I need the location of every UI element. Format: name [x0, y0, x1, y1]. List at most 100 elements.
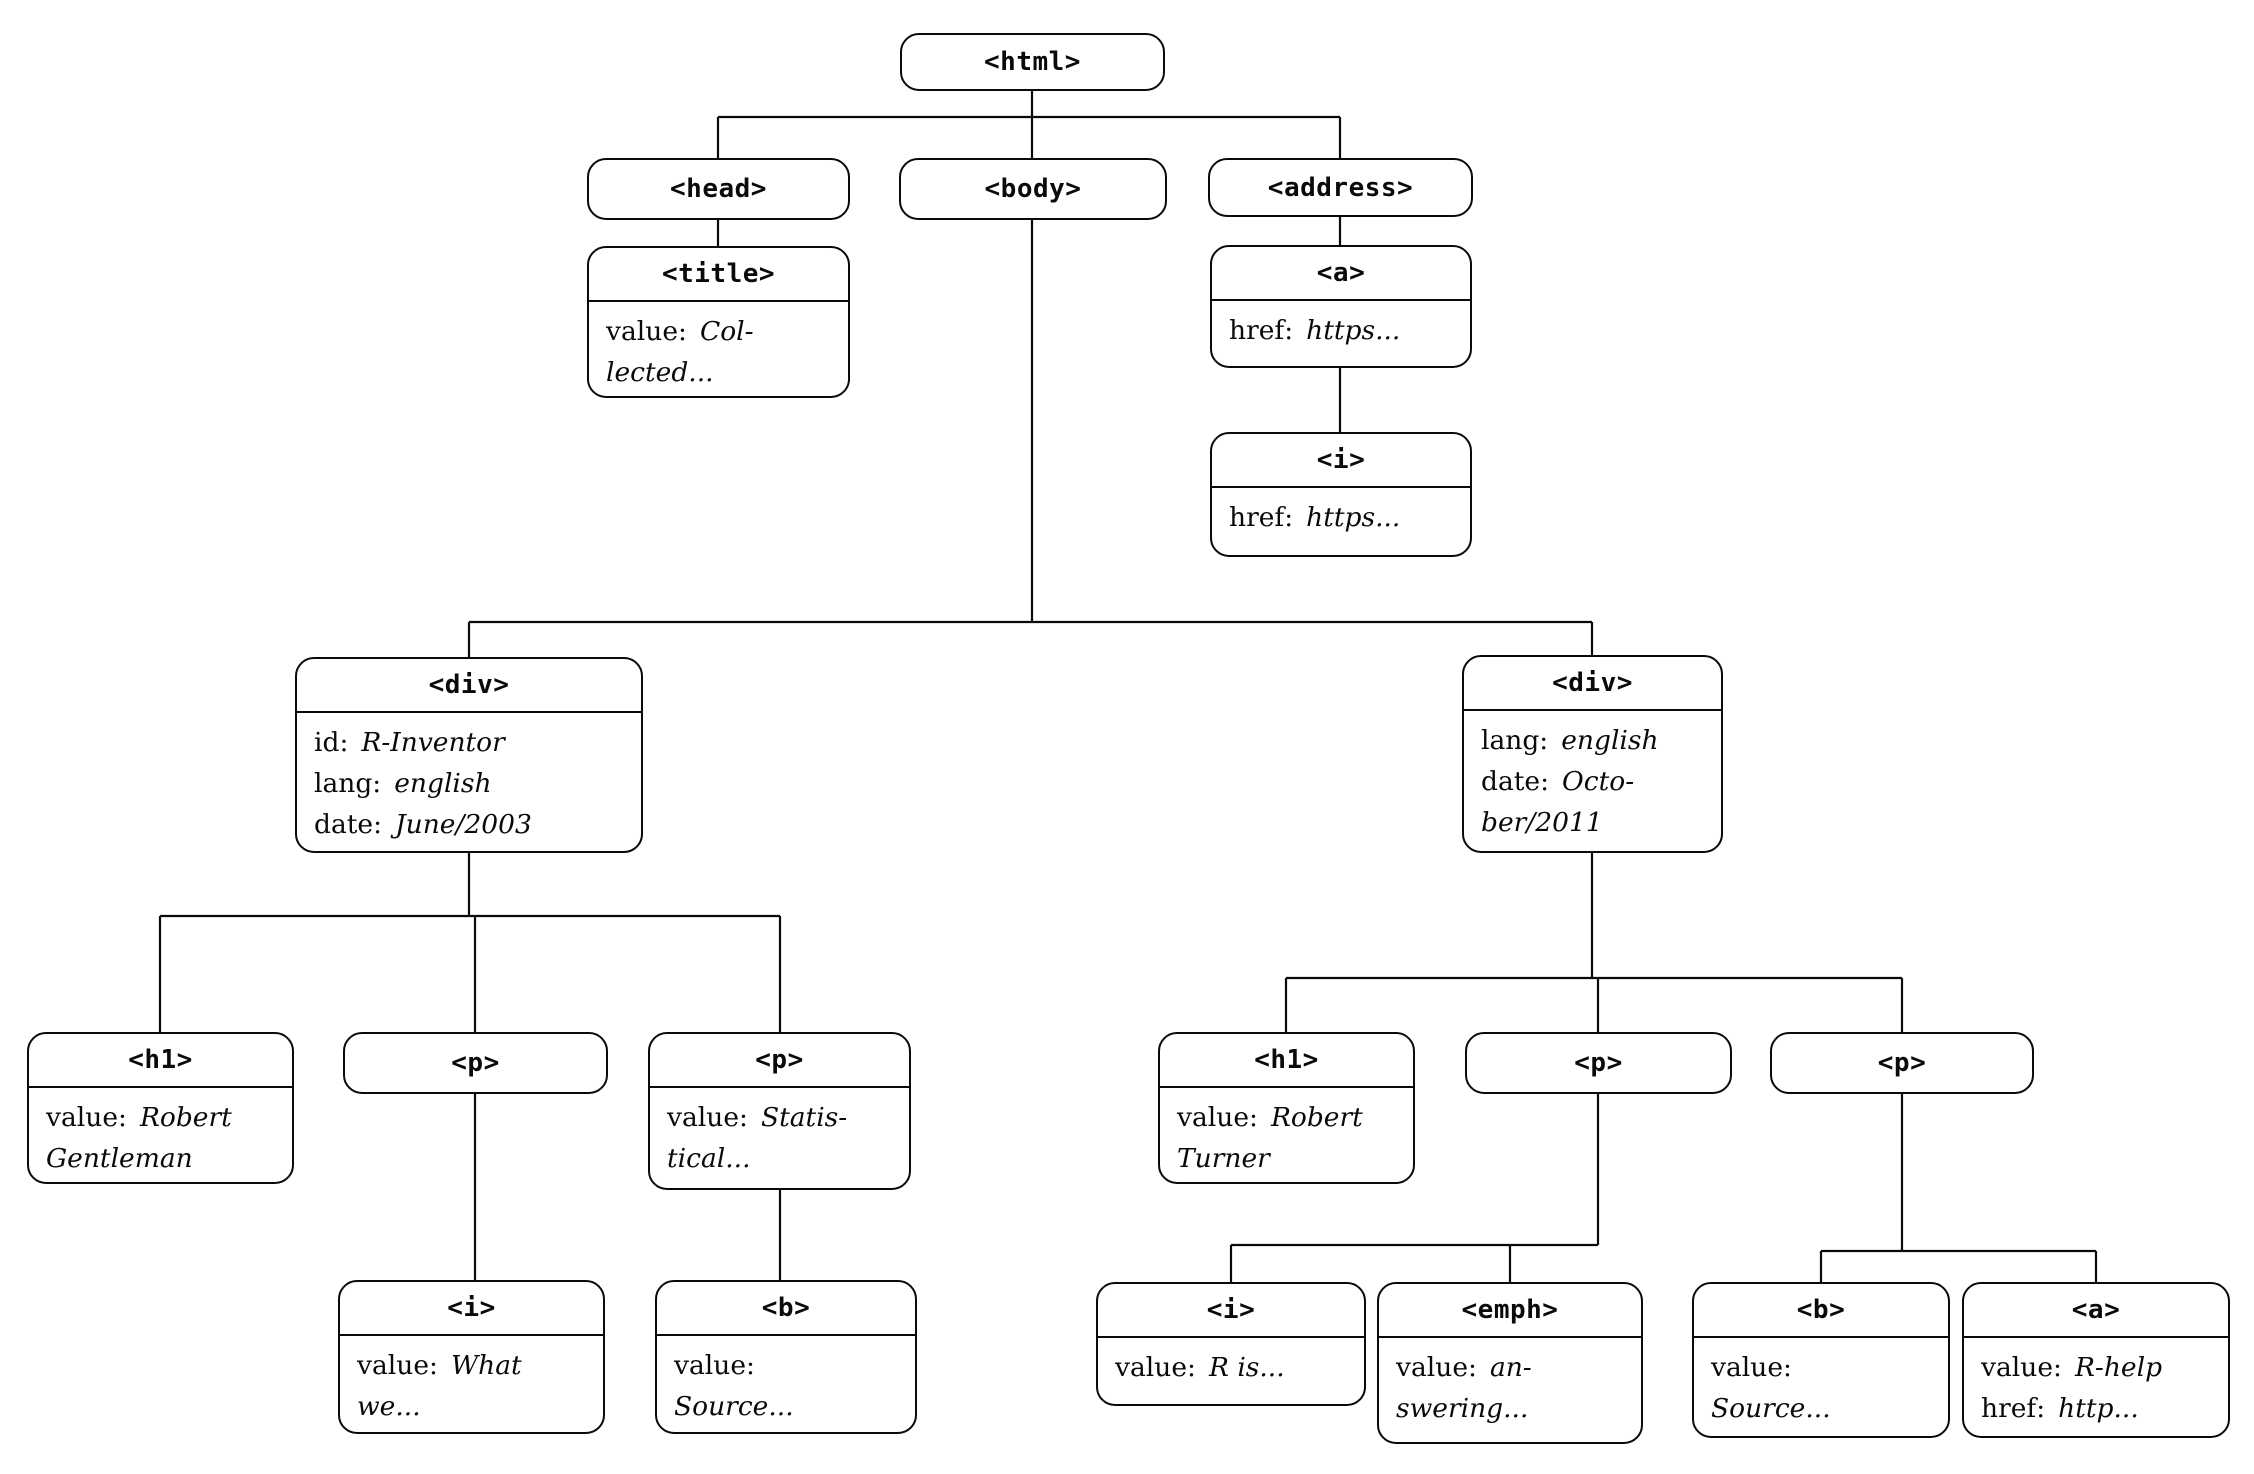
attr-row: value: R-help: [1981, 1347, 2211, 1388]
node-a-right-attrs: value: R-help href:http...: [1964, 1338, 2228, 1436]
attr-label: value:: [667, 1102, 748, 1133]
node-p-right-2-tag: <p>: [1877, 1048, 1927, 1078]
attr-row: href: https...: [1229, 310, 1453, 351]
attr-value: Statis- tical...: [667, 1102, 848, 1175]
attr-label: date:: [1481, 766, 1550, 798]
attr-row: value: Source...: [1711, 1347, 1931, 1429]
node-div-right-tag: <div>: [1464, 657, 1721, 711]
node-i-right-tag: <i>: [1098, 1284, 1364, 1338]
node-b-left: <b> value: Source...: [655, 1280, 917, 1434]
attr-value: R is...: [1208, 1352, 1285, 1383]
attr-label: lang:: [1481, 725, 1549, 756]
node-p-left-2-attrs: value:Statis- tical...: [650, 1088, 909, 1188]
node-body-tag: <body>: [984, 174, 1082, 204]
node-b-right: <b> value: Source...: [1692, 1282, 1950, 1438]
node-div-left-attrs: id: R-Inventor lang: english date: June/200…: [297, 713, 641, 851]
attr-row: date: June/2003: [314, 804, 624, 845]
node-html: <html>: [900, 33, 1165, 91]
node-div-right: <div> lang: english date:Octo- ber/2011: [1462, 655, 1723, 853]
attr-row: href:http...: [1981, 1388, 2211, 1429]
node-body: <body>: [899, 158, 1167, 220]
attr-label: value:: [1711, 1352, 1792, 1383]
attr-row: value:an- swering...: [1396, 1347, 1624, 1429]
attr-label: value:: [1115, 1352, 1196, 1383]
attr-row: value:What we...: [357, 1345, 586, 1427]
node-i-left-attrs: value:What we...: [340, 1336, 603, 1433]
node-div-left-tag: <div>: [297, 659, 641, 713]
attr-label: id:: [314, 727, 349, 758]
node-p-left-1-tag: <p>: [451, 1048, 500, 1078]
node-address-i: <i> href:https...: [1210, 432, 1472, 557]
attr-value: https...: [1306, 502, 1401, 533]
attr-row: date:Octo- ber/2011: [1481, 761, 1704, 843]
node-title-tag: <title>: [589, 248, 848, 302]
attr-value: english: [394, 768, 492, 800]
node-p-left-1: <p>: [343, 1032, 608, 1094]
node-i-right: <i> value: R is...: [1096, 1282, 1366, 1406]
node-h1-right-attrs: value:Robert Turner: [1160, 1088, 1413, 1185]
attr-label: value:: [1981, 1352, 2062, 1383]
edge-divleft-children: [158, 853, 782, 1032]
attr-value: https...: [1306, 315, 1401, 346]
attr-label: value:: [1396, 1352, 1477, 1383]
node-title: <title> value:Col- lected...: [587, 246, 850, 398]
node-address-a-tag: <a>: [1212, 247, 1470, 301]
edge-pright2-children: [1819, 1094, 2098, 1282]
attr-row: value:Robert Turner: [1177, 1097, 1396, 1179]
attr-value: R-Inventor: [361, 727, 505, 758]
node-emph-right-tag: <emph>: [1379, 1284, 1641, 1338]
attr-label: date:: [314, 809, 383, 841]
node-i-right-attrs: value: R is...: [1098, 1338, 1364, 1404]
node-h1-right: <h1> value:Robert Turner: [1158, 1032, 1415, 1184]
edge-divright-children: [1284, 853, 1904, 1032]
node-a-right: <a> value: R-help href:http...: [1962, 1282, 2230, 1438]
node-p-right-1-tag: <p>: [1574, 1048, 1623, 1078]
attr-value: Source...: [674, 1391, 794, 1423]
attr-label: lang:: [314, 768, 382, 800]
attr-row: value:Robert Gentleman: [46, 1097, 275, 1179]
attr-value: Robert Turner: [1177, 1102, 1363, 1175]
attr-label: href:: [1229, 315, 1294, 346]
node-emph-right: <emph> value:an- swering...: [1377, 1282, 1643, 1444]
attr-value: Col- lected...: [606, 316, 754, 389]
attr-label: value:: [606, 316, 687, 347]
node-head-tag: <head>: [670, 174, 767, 204]
node-emph-right-attrs: value:an- swering...: [1379, 1338, 1641, 1442]
attr-row: href:https...: [1229, 497, 1453, 538]
edge-body-divs: [467, 220, 1594, 657]
attr-value: R-help: [2074, 1352, 2163, 1383]
node-a-right-tag: <a>: [1964, 1284, 2228, 1338]
attr-value: http...: [2058, 1393, 2139, 1425]
node-p-left-2: <p> value:Statis- tical...: [648, 1032, 911, 1190]
node-address-i-attrs: href:https...: [1212, 488, 1470, 555]
attr-row: value:Col- lected...: [606, 311, 831, 393]
node-address-a: <a> href: https...: [1210, 245, 1472, 368]
node-p-right-2: <p>: [1770, 1032, 2034, 1094]
node-h1-left: <h1> value:Robert Gentleman: [27, 1032, 294, 1184]
attr-value: June/2003: [395, 809, 532, 841]
node-i-left: <i> value:What we...: [338, 1280, 605, 1434]
attr-label: value:: [674, 1350, 755, 1381]
attr-row: value: Source...: [674, 1345, 898, 1427]
attr-value: english: [1561, 725, 1659, 756]
node-title-attrs: value:Col- lected...: [589, 302, 848, 399]
attr-label: value:: [46, 1102, 127, 1133]
attr-value: What we...: [357, 1350, 522, 1423]
attr-row: id: R-Inventor: [314, 722, 624, 763]
attr-label: value:: [357, 1350, 438, 1381]
attr-value: Octo- ber/2011: [1481, 766, 1635, 839]
attr-row: value: R is...: [1115, 1347, 1347, 1388]
node-b-right-tag: <b>: [1694, 1284, 1948, 1338]
attr-value: Source...: [1711, 1393, 1831, 1425]
node-div-right-attrs: lang: english date:Octo- ber/2011: [1464, 711, 1721, 851]
node-div-left: <div> id: R-Inventor lang: english date: Ju…: [295, 657, 643, 853]
node-address-tag: <address>: [1267, 172, 1414, 203]
node-h1-left-tag: <h1>: [29, 1034, 292, 1088]
node-html-tag: <html>: [984, 47, 1081, 77]
node-head: <head>: [587, 158, 850, 220]
node-h1-left-attrs: value:Robert Gentleman: [29, 1088, 292, 1185]
attr-value: an- swering...: [1396, 1352, 1532, 1425]
attr-row: lang: english: [1481, 720, 1704, 761]
